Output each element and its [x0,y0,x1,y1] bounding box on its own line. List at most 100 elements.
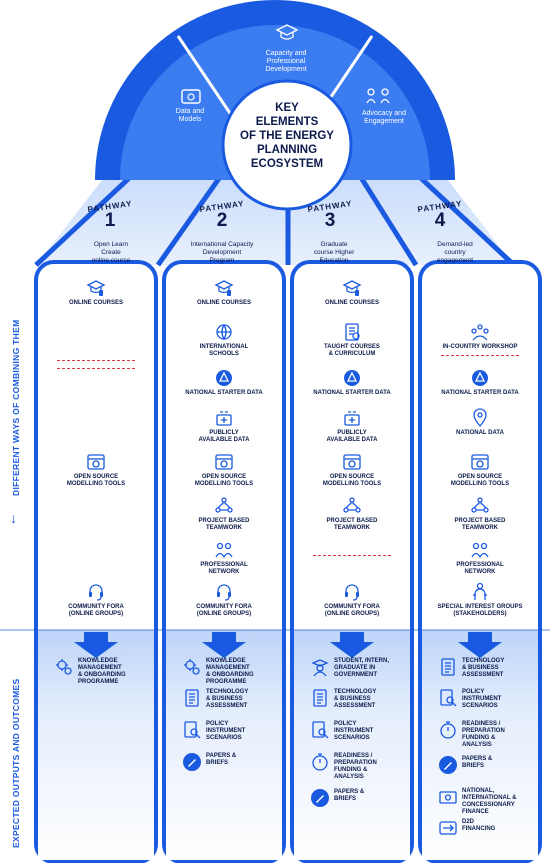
network-icon [215,542,233,559]
element-label: NATIONAL STARTER DATA [313,390,391,396]
pathway-element: IN-COUNTRY WORKSHOP [420,322,540,351]
pathway-element: NATIONAL STARTER DATA [292,368,412,397]
output-item: PAPERS &BRIEFS [310,788,410,818]
output-arrows [74,632,502,658]
output-label: PAPERS &BRIEFS [462,756,493,769]
element-label: NETWORK [208,569,240,575]
element-label: NATIONAL DATA [456,430,504,436]
document-icon [441,658,455,676]
output-item: PAPERS &BRIEFS [438,755,538,785]
output-item: PAPERS &BRIEFS [182,752,282,782]
teamwork-icon [343,497,361,513]
pathway-element: COMMUNITY FORA(ONLINE GROUPS) [164,582,284,618]
element-label: MODELLING TOOLS [450,481,510,487]
element-label: ONLINE COURSES [68,300,123,306]
element-label: PROJECT BASED [454,518,506,524]
element-label: (STAKEHOLDERS) [453,611,507,617]
document-icon [185,689,199,707]
element-label: COMMUNITY FORA [196,604,252,610]
funnel-shape [36,170,514,265]
teamwork-icon [471,497,489,513]
pencil-icon [183,753,201,771]
document-icon [313,689,327,707]
teamwork-icon [215,497,233,513]
gears-icon [56,659,72,675]
output-label: PAPERS &BRIEFS [206,753,237,766]
pathway-element: SPECIAL INTEREST GROUPS(STAKEHOLDERS) [420,582,540,618]
search-doc-icon [312,721,329,739]
empty-slot-divider [441,355,519,356]
headset-icon [345,584,359,601]
curriculum-icon [345,323,360,341]
element-label: NATIONAL STARTER DATA [185,390,263,396]
element-label: PUBLICLY [209,430,239,436]
element-label: TEAMWORK [462,525,498,531]
modelling-tools-icon [87,454,105,470]
empty-slot-divider [313,555,391,556]
element-label: (ONLINE GROUPS) [68,611,124,617]
element-label: SCHOOLS [209,351,239,357]
pathway-number: 1 [104,210,116,231]
pathway-element: COMMUNITY FORA(ONLINE GROUPS) [36,582,156,618]
element-label: TAUGHT COURSES [324,344,380,350]
modelling-tools-icon [471,454,489,470]
pathway-element: NATIONAL STARTER DATA [420,368,540,397]
pathway-element: TAUGHT COURSES& CURRICULUM [292,322,412,358]
d2d-icon [439,821,457,835]
search-doc-icon [440,689,457,707]
pathway-number: 2 [216,210,228,231]
element-label: OPEN SOURCE [329,474,375,480]
graduation-cap-icon [214,280,234,296]
element-label: OPEN SOURCE [73,474,119,480]
side-label-combining: DIFFERENT WAYS OF COMBINING THEM [11,319,21,496]
output-areas [0,629,550,860]
element-label: PROFESSIONAL [200,562,248,568]
down-arrow-icon: ↓ [10,510,17,526]
starter-data-icon [216,370,232,386]
element-label: MODELLING TOOLS [66,481,126,487]
element-label: OPEN SOURCE [201,474,247,480]
data-models-icon [180,88,202,111]
headset-icon [217,584,231,601]
finance-icon [439,791,457,804]
starter-data-icon [344,370,360,386]
gears-icon [184,659,200,675]
element-label: & CURRICULUM [328,351,376,357]
globe-icon [216,324,232,341]
element-label: AVAILABLE DATA [326,437,378,443]
pencil-icon [311,789,329,807]
pathway-number: 4 [434,210,446,231]
element-label: (ONLINE GROUPS) [196,611,252,617]
element-label: NETWORK [464,569,496,575]
hub-center-circle [221,79,353,211]
stopwatch-icon [312,753,328,771]
hub-title: KEY ELEMENTS OF THE ENERGY PLANNING ECOS… [240,102,334,170]
